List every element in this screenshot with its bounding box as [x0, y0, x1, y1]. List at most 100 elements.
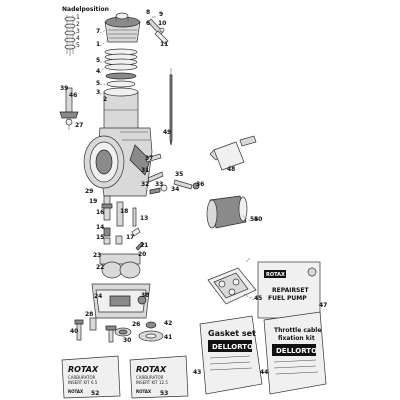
- callout-c-30: 30: [123, 337, 131, 344]
- repairset-line2: FUEL PUMP: [268, 295, 307, 302]
- callout-c-2: 2: [103, 96, 107, 103]
- callout-c-14: 14: [96, 224, 104, 231]
- callout-c-38: 38: [141, 292, 149, 299]
- callout-c-49: 49: [163, 129, 171, 136]
- o-ring-lower: [106, 80, 136, 88]
- needle-position-title: Nadelposition: [62, 6, 109, 13]
- callout-c-21: 21: [140, 242, 148, 249]
- callout-c-36: 36: [196, 181, 204, 188]
- callout-c-28: 28: [85, 311, 93, 318]
- callout-c-52: 52: [91, 390, 99, 397]
- callout-c-33: 33: [155, 181, 163, 188]
- throttle-slide: [103, 87, 139, 131]
- callout-c-29: 29: [85, 188, 93, 195]
- needle-position-clips: [64, 15, 76, 56]
- callout-c-23: 23: [93, 252, 101, 259]
- callout-c-48: 48: [227, 166, 235, 173]
- top-adjuster-screws: [147, 16, 169, 45]
- callout-c-10: 10: [158, 20, 166, 27]
- repairset-line1: REPAIRSET: [272, 287, 309, 294]
- callout-c-3: 3: [96, 89, 100, 96]
- idle-screws: [145, 153, 200, 195]
- repairset-brand: ROTAX: [266, 272, 285, 278]
- gasket-set-title: Gasket set: [208, 329, 256, 338]
- kit65-line2: INSERT KIT 6.5: [68, 380, 98, 385]
- callout-c-24: 24: [94, 293, 102, 300]
- throttle-title-1: Throttle cable: [274, 327, 321, 334]
- callout-c-40: 40: [70, 328, 78, 335]
- throttle-brand: DELLORTO: [276, 347, 317, 355]
- leader-lines: [99, 21, 255, 301]
- callout-c-39: 39: [60, 85, 68, 92]
- callout-c-1: 1: [96, 41, 100, 48]
- callout-c-50: 50: [254, 216, 262, 223]
- carburetor-body: [83, 127, 153, 197]
- needle-position-3: 3: [76, 28, 80, 35]
- float-assembly: [99, 241, 145, 279]
- jets-stack: [101, 195, 141, 245]
- kit125-logo: ROTAX: [136, 389, 151, 394]
- intake-boot: [206, 195, 248, 229]
- callout-c-45: 45: [254, 295, 262, 302]
- needle-position-5: 5: [76, 42, 80, 49]
- bowl-bolts: [74, 319, 164, 343]
- callout-c-54: 54: [250, 216, 258, 223]
- slide-spring: [104, 48, 138, 71]
- insert-kit-125-card: ROTAX CARBURATOR INSERT KIT 12.5 ROTAX: [129, 355, 189, 399]
- callout-c-32: 32: [141, 181, 149, 188]
- gasket-set-brand: DELLORTO: [212, 343, 253, 351]
- needle-position-1: 1: [76, 14, 80, 21]
- kit125-line2: INSERT KIT 12.5: [136, 380, 168, 385]
- callout-c-31: 31: [141, 167, 149, 174]
- gasket-set-bag: Gasket set DELLORTO: [199, 315, 263, 395]
- callout-c-4: 4: [96, 68, 100, 75]
- jet-needle: [169, 74, 173, 146]
- callout-c-18: 18: [120, 208, 128, 215]
- callout-c-9: 9: [159, 11, 163, 18]
- callout-c-11: 11: [160, 41, 168, 48]
- kit65-line1: CARBURATOR: [68, 375, 96, 380]
- carb-top-cap: [104, 12, 141, 43]
- throttle-cable-kit-bag: Throttle cable fixation kit DELLORTO: [263, 311, 327, 395]
- callout-c-34: 34: [171, 186, 179, 193]
- callout-c-41: 41: [164, 334, 172, 341]
- callout-c-15: 15: [96, 234, 104, 241]
- fuel-pump-gasket: [207, 257, 257, 305]
- callout-c-43: 43: [193, 369, 201, 376]
- fuel-filter: [209, 135, 257, 171]
- callout-c-16: 16: [96, 209, 104, 216]
- callout-c-47: 47: [319, 302, 327, 309]
- callout-c-42: 42: [164, 320, 172, 327]
- repairset-fuel-pump-card: ROTAX REPAIRSET FUEL PUMP: [257, 261, 321, 319]
- kit65-brand: ROTAX: [68, 365, 99, 374]
- callout-c-17: 17: [126, 234, 134, 241]
- callout-c-53: 53: [160, 390, 168, 397]
- kit65-logo: ROTAX: [68, 389, 83, 394]
- callout-c-13: 13: [140, 215, 148, 222]
- needle-clip-assembly: [59, 87, 79, 130]
- o-ring-upper: [105, 72, 137, 80]
- callout-c-27: 27: [75, 122, 83, 129]
- callout-c-7: 7: [96, 28, 100, 35]
- kit125-line1: CARBURATOR: [136, 375, 164, 380]
- callout-c-22: 22: [96, 264, 104, 271]
- callout-c-5: 5: [96, 57, 100, 64]
- callout-c-20: 20: [138, 251, 146, 258]
- needle-position-2: 2: [76, 21, 80, 28]
- callout-c-44: 44: [260, 369, 268, 376]
- insert-kit-65-card: ROTAX CARBURATOR INSERT KIT 6.5 ROTAX: [61, 355, 121, 399]
- callout-c-37: 37: [145, 155, 153, 162]
- callout-c-8: 8: [146, 9, 150, 16]
- callout-c-26: 26: [132, 321, 140, 328]
- callout-c-46: 46: [69, 92, 77, 99]
- callout-c-35: 35: [175, 171, 183, 178]
- callout-c-19: 19: [89, 198, 97, 205]
- kit125-brand: ROTAX: [136, 365, 167, 374]
- throttle-title-2: fixation kit: [278, 335, 315, 342]
- callout-c-6: 6: [146, 20, 150, 27]
- callout-c-5b: 5: [96, 80, 100, 87]
- needle-position-4: 4: [76, 35, 80, 42]
